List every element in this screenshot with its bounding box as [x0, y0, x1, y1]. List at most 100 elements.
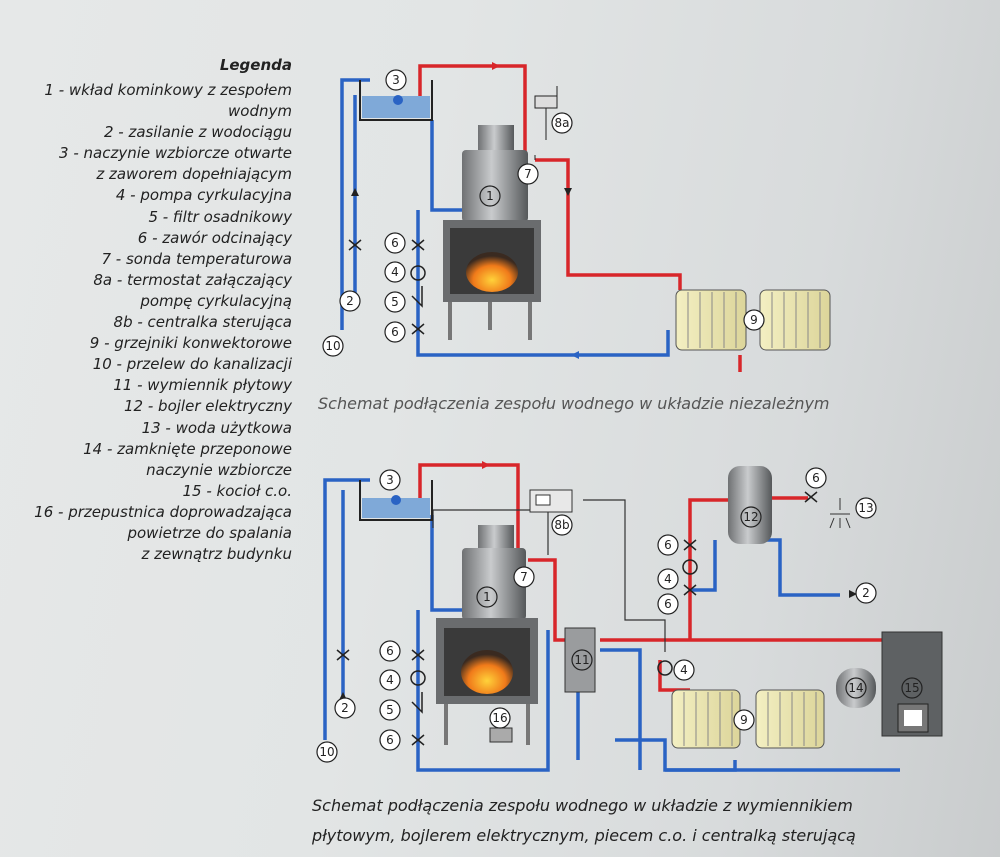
legend-item: 16 - przepustnica doprowadzająca	[34, 502, 292, 521]
reference-number: 11	[574, 653, 589, 667]
reference-circle	[673, 659, 695, 681]
air-damper	[489, 727, 513, 743]
reference-circle	[476, 586, 498, 608]
shower-head	[829, 498, 851, 529]
reference-circle	[743, 309, 765, 331]
caption-independent: Schemat podłączenia zespołu wodnego w uk…	[318, 394, 830, 413]
reference-number: 9	[740, 713, 748, 727]
reference-number: 6	[386, 733, 394, 747]
legend-item: pompę cyrkulacyjną	[140, 291, 292, 310]
reference-circle	[855, 497, 877, 519]
reference-number: 4	[391, 265, 399, 279]
reference-number: 2	[862, 586, 870, 600]
reference-number: 10	[319, 745, 334, 759]
legend-item: 14 - zamknięte przeponowe	[83, 439, 292, 458]
caption-exchanger-line2: płytowym, bojlerem elektrycznym, piecem …	[312, 826, 856, 845]
flow-arrow	[564, 188, 572, 196]
valves	[348, 239, 426, 335]
legend-list: 1 - wkład kominkowy z zespołem wodnym 2 - …	[0, 80, 292, 565]
legend-item: z zewnątrz budynku	[141, 545, 292, 564]
fireplace-insert	[436, 525, 538, 745]
reference-circle	[845, 677, 867, 699]
legend-item: 2 - zasilanie z wodociągu	[104, 123, 292, 142]
legend-item: naczynie wzbiorcze	[146, 460, 292, 479]
return-pipes	[323, 478, 900, 772]
reference-number: 3	[392, 73, 400, 87]
reference-number: 6	[812, 471, 820, 485]
reference-circle	[733, 709, 755, 731]
reference-number: 6	[391, 325, 399, 339]
reference-number: 9	[750, 313, 758, 327]
plate-exchanger	[564, 627, 596, 693]
reference-number: 4	[680, 663, 688, 677]
legend-item: 8a - termostat załączający	[93, 270, 292, 289]
reference-number: 13	[858, 501, 873, 515]
reference-circle	[316, 741, 338, 763]
reference-number: 6	[386, 644, 394, 658]
valves	[336, 491, 818, 746]
reference-circle	[384, 232, 406, 254]
reference-circle	[322, 335, 344, 357]
legend-item: 1 - wkład kominkowy z zespołem	[44, 81, 292, 99]
supply-pipes	[418, 463, 885, 692]
expansion-vessel-open	[359, 80, 433, 121]
reference-circle	[551, 112, 573, 134]
reference-number: 12	[743, 510, 758, 524]
diagram-independent-system	[340, 62, 831, 372]
reference-circle	[657, 534, 679, 556]
legend-item: 8b - centralka sterująca	[113, 313, 292, 332]
reference-circle	[379, 469, 401, 491]
reference-number: 1	[486, 189, 494, 203]
caption-exchanger-line1: Schemat podłączenia zespołu wodnego w uk…	[312, 796, 853, 815]
flow-arrow	[571, 351, 579, 359]
reference-circle	[901, 677, 923, 699]
reference-circle	[384, 291, 406, 313]
reference-circle	[657, 568, 679, 590]
reference-number: 7	[524, 167, 532, 181]
radiators	[675, 289, 831, 351]
legend-item: 9 - grzejniki konwektorowe	[89, 334, 292, 353]
reference-circle	[385, 69, 407, 91]
diagram-exchanger-system	[323, 461, 943, 772]
reference-circle	[379, 640, 401, 662]
radiators	[671, 689, 825, 749]
legend-item: wodnym	[228, 102, 292, 121]
reference-circle	[805, 467, 827, 489]
reference-number: 1	[483, 590, 491, 604]
reference-circle	[740, 506, 762, 528]
flow-arrow	[492, 62, 500, 70]
reference-number: 4	[664, 572, 672, 586]
flow-arrow	[849, 590, 857, 598]
central-heating-boiler	[881, 631, 943, 737]
reference-numbers: 3178a645621093178b6456210161149646126132…	[316, 69, 923, 763]
reference-circle	[517, 163, 539, 185]
supply-pipes	[418, 64, 742, 372]
thermostat	[534, 86, 558, 160]
fireplace-insert	[443, 125, 541, 340]
reference-number: 16	[492, 711, 507, 725]
reference-circle	[489, 707, 511, 729]
reference-circle	[855, 582, 877, 604]
reference-number: 5	[386, 703, 394, 717]
legend-item: 7 - sonda temperaturowa	[101, 249, 293, 268]
legend-item: 12 - bojler elektryczny	[124, 397, 292, 416]
reference-circle	[339, 290, 361, 312]
expansion-vessel-open	[359, 480, 433, 521]
reference-number: 3	[386, 473, 394, 487]
legend-item: 11 - wymiennik płytowy	[113, 376, 292, 395]
reference-circle	[384, 261, 406, 283]
reference-number: 6	[391, 236, 399, 250]
legend-item: 5 - filtr osadnikowy	[148, 207, 292, 226]
reference-circle	[379, 729, 401, 751]
reference-number: 6	[664, 538, 672, 552]
reference-number: 7	[520, 570, 528, 584]
reference-circle	[571, 649, 593, 671]
legend: Legenda 1 - wkład kominkowy z zespołem wo…	[0, 56, 292, 565]
reference-number: 15	[904, 681, 919, 695]
legend-item: 6 - zawór odcinający	[137, 228, 292, 247]
legend-title: Legenda	[219, 56, 292, 74]
legend-item: 10 - przelew do kanalizacji	[92, 355, 292, 374]
electric-boiler	[728, 466, 772, 544]
reference-number: 8a	[555, 116, 570, 130]
legend-item: 13 - woda użytkowa	[141, 418, 292, 437]
